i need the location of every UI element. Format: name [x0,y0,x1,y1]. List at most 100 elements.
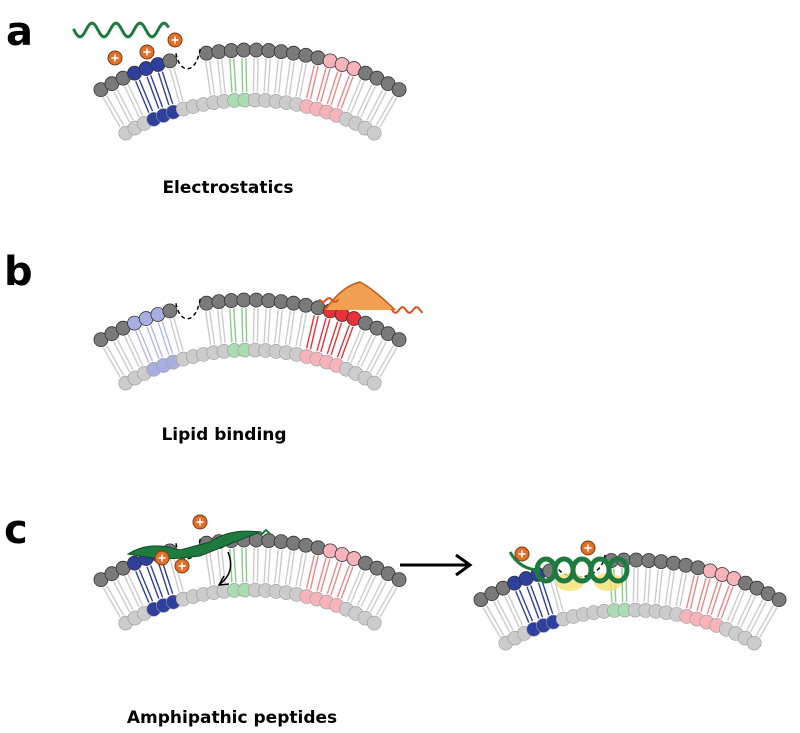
outer-lipid-head [211,44,227,60]
lipid-tail [537,582,550,616]
lipid-tail [208,60,216,95]
lipid-tail [749,601,767,633]
lipid-tail [309,555,319,590]
lipid-tail [116,579,134,611]
lipid-tail [647,568,651,603]
peptide-tail-right [391,305,423,315]
lipid-tail [755,605,774,636]
outer-lipid-head [298,47,314,63]
outer-lipid-head [236,42,252,58]
lipid-tail [346,329,362,362]
lipid-tail [150,75,164,108]
lipid-tail [267,58,271,93]
lipid-tail [146,566,160,599]
lipid-tail [526,586,540,619]
lipid-tail [379,347,398,378]
inner-lipid-head [366,125,382,141]
lipid-tail [643,568,647,603]
lipid-tail [379,587,398,618]
lipid-tail [208,550,216,585]
lipid-tail [106,345,125,376]
outer-lipid-head [666,555,681,571]
lipid-tail [124,335,140,368]
lipid-tail [157,562,170,596]
lipid-tail [256,548,259,583]
caption-amphipathic-peptides: Amphipathic peptides [126,708,338,728]
lipid-tail [217,59,222,94]
outer-lipid-head [628,552,644,568]
outer-lipid-head [273,534,289,550]
lipid-tail [326,321,339,355]
lipid-tail [157,72,170,106]
lipid-tail [263,308,267,343]
lipid-tail [696,577,707,612]
lipid-tail [305,554,315,589]
lipid-tail [284,60,292,95]
helix-n-terminus [508,551,541,572]
membrane-peptide-inserted [473,540,787,651]
lipid-tail [278,549,283,584]
lipid-tail [330,322,343,356]
lipid-tail [632,568,635,603]
lipid-tail [146,326,160,359]
lipid-tail [288,551,296,586]
lipid-tail [330,72,343,106]
outer-lipid-head [678,557,694,573]
lipid-tail [326,561,339,595]
lipid-tail [507,594,524,626]
lipid-tail [482,607,501,638]
inner-lipid-head [366,615,382,631]
unstructured-peptide [72,21,170,39]
lipid-tail [549,578,560,613]
lipid-tail [161,71,174,105]
lipid-tail [229,58,233,93]
lipid-tail [360,575,376,608]
lipid-tail [267,548,271,583]
lipid-tail [263,548,267,583]
lipid-tail [346,79,362,112]
lipid-tail [135,571,150,603]
lipid-tail [541,581,554,615]
outer-lipid-head [162,53,178,69]
lipid-tail [241,308,244,343]
lipid-tail [233,308,237,343]
lipid-tail [336,75,350,108]
lipid-tail [710,582,723,616]
lipid-tail [316,67,327,102]
outer-lipid-head [223,293,239,308]
lipid-tail [679,573,687,608]
lipid-tail [252,58,255,93]
lipid-tail [217,309,222,344]
outer-lipid-head [261,43,277,58]
lipid-tail [116,339,134,371]
lipid-tail [204,311,212,346]
lipid-tail [138,329,154,362]
lipid-tail [106,95,125,126]
lipid-tail [700,578,711,613]
outer-lipid-head [286,45,301,61]
outer-lipid-head [273,294,289,310]
outer-lipid-head [248,42,264,58]
lipid-tail [326,71,339,105]
packing-defect [175,48,202,70]
outer-lipid-head [391,332,407,348]
lipid-tail [169,558,180,593]
lipid-tail [267,308,271,343]
lipid-tail [685,574,695,609]
lipid-tail [350,81,365,113]
lipid-tail [124,575,140,608]
outer-lipid-head [310,300,326,316]
lipid-tail [169,318,180,353]
lipid-tail [299,63,307,98]
lipid-tail [241,58,244,93]
lipid-tail [486,605,505,636]
lipid-tail [138,79,154,112]
lipid-tail [113,581,131,613]
insertion-arrow-icon [219,551,232,585]
lipid-tail [241,548,244,583]
packing-defect [175,538,202,560]
lipid-tail [299,553,307,588]
lipid-tail [274,59,280,94]
outer-lipid-head [199,295,214,311]
lipid-tail [379,97,398,128]
